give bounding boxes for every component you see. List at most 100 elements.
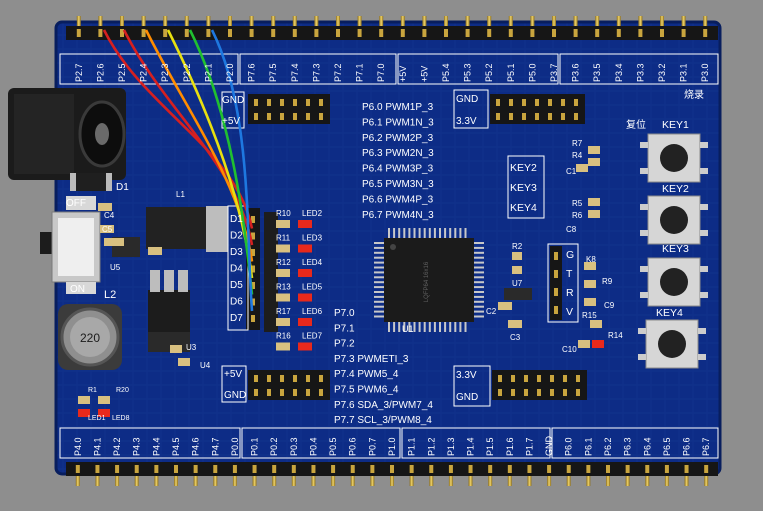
header-pin-top (527, 465, 532, 473)
mcu-pin (374, 251, 384, 254)
top-pin-label: P3.2 (657, 63, 667, 82)
bottom-pin-label: P0.5 (328, 437, 338, 456)
top-pin-label: P7.2 (333, 63, 343, 82)
header-pin-top (252, 465, 257, 473)
mcu-pin (374, 310, 384, 313)
regulator-u3 (148, 270, 190, 352)
header-pin (645, 476, 650, 486)
header-pin (206, 16, 211, 26)
mcu-pin (433, 322, 436, 332)
tact-switch-cap (660, 144, 688, 172)
power-header-pin (498, 389, 502, 396)
header-pin-top (141, 29, 146, 37)
led-label: LED3 (302, 234, 323, 243)
switch-off-label: OFF (66, 198, 86, 209)
key-box-label: KEY4 (510, 202, 537, 214)
mcu-pin (398, 228, 401, 238)
mcu-pin (474, 291, 484, 293)
p7-label: P7.1 (334, 323, 355, 334)
r6-label: R6 (572, 211, 583, 220)
mcu-pin (444, 228, 447, 238)
header-pin-top (703, 29, 708, 37)
c4-label: C4 (104, 211, 115, 220)
tact-switch-lead (698, 328, 706, 334)
mcu-pin (374, 281, 384, 284)
header-pin-top (115, 465, 120, 473)
header-pin (291, 476, 296, 486)
bottom-pin-label: P4.0 (73, 437, 83, 456)
top-pin-label: P5.4 (441, 63, 451, 82)
r1-label: R1 (88, 387, 97, 394)
d-label: D2 (230, 231, 243, 242)
tactile-switches (638, 133, 708, 369)
c8-label: C8 (566, 225, 577, 234)
mcu-pin (474, 281, 484, 284)
header-pin (76, 16, 81, 26)
gnd-label-bottom: GND (224, 390, 246, 401)
header-pin-top (465, 29, 470, 37)
key1-label: KEY1 (662, 119, 689, 131)
mcu-pin (374, 315, 384, 318)
bottom-pin-label: P1.6 (505, 437, 515, 456)
tact-switch-lead (638, 328, 646, 334)
header-pin-top (272, 465, 277, 473)
power-header-pin (550, 375, 554, 382)
bottom-pin-label: P4.3 (132, 437, 142, 456)
power-header-pin (511, 375, 515, 382)
mcu-pin (418, 228, 421, 238)
mcu-pin (474, 242, 484, 244)
header-pin (444, 16, 448, 26)
mcu-pin (474, 251, 484, 254)
bottom-pin-label: P0.6 (348, 437, 358, 456)
small-components-left (70, 173, 228, 366)
gnd-label-bottom-right: GND (456, 392, 478, 403)
top-pin-label: P2.0 (225, 63, 235, 82)
power-header-pin (254, 113, 258, 120)
led-label: LED2 (302, 209, 323, 218)
top-pin-label: P7.3 (311, 63, 321, 82)
header-pin (507, 476, 512, 486)
led-pair-bottom-left (78, 396, 110, 417)
mcu-pin (428, 322, 431, 332)
header-pin (566, 476, 571, 486)
switch-on-label: ON (70, 284, 85, 295)
d-label: D5 (230, 280, 243, 291)
mcu-label: U1 (402, 324, 414, 334)
resistor-pad (276, 244, 290, 253)
key4-label: KEY4 (656, 307, 683, 319)
r2-label: R20 (116, 387, 129, 394)
header-pin-top (566, 465, 571, 473)
mcu-pin (388, 228, 390, 238)
header-pin-top (193, 465, 198, 473)
uart-header (550, 246, 562, 320)
mcu-pin (374, 276, 384, 279)
header-pin-top (704, 465, 709, 473)
power-header-pin (576, 389, 580, 396)
mcu-pin (423, 322, 426, 332)
header-pin-top (134, 465, 139, 473)
bottom-pin-label: GND (544, 436, 554, 457)
header-pin (468, 476, 473, 486)
header-pin (228, 16, 232, 26)
mcu-pin (418, 322, 421, 332)
power-header-pin (548, 99, 552, 106)
tact-switch-lead (640, 168, 648, 174)
power-header (248, 94, 330, 124)
header-pin (448, 476, 453, 486)
header-pin-top (552, 29, 556, 37)
c5-label: C5 (102, 225, 113, 234)
silk-outlines (59, 53, 719, 459)
mcu-pin (474, 261, 484, 264)
header-pin (586, 476, 591, 486)
header-pin (120, 16, 124, 26)
p6-label: P6.2 PWM2P_3 (362, 133, 434, 144)
l1-label: L1 (176, 190, 185, 199)
k8-label: K8 (586, 255, 596, 264)
resistor-label: R17 (276, 307, 291, 316)
bottom-pin-label: P4.2 (112, 437, 122, 456)
uart-pin-label: R (566, 287, 574, 299)
header-pin (141, 16, 146, 26)
mcu-pin (393, 322, 396, 332)
